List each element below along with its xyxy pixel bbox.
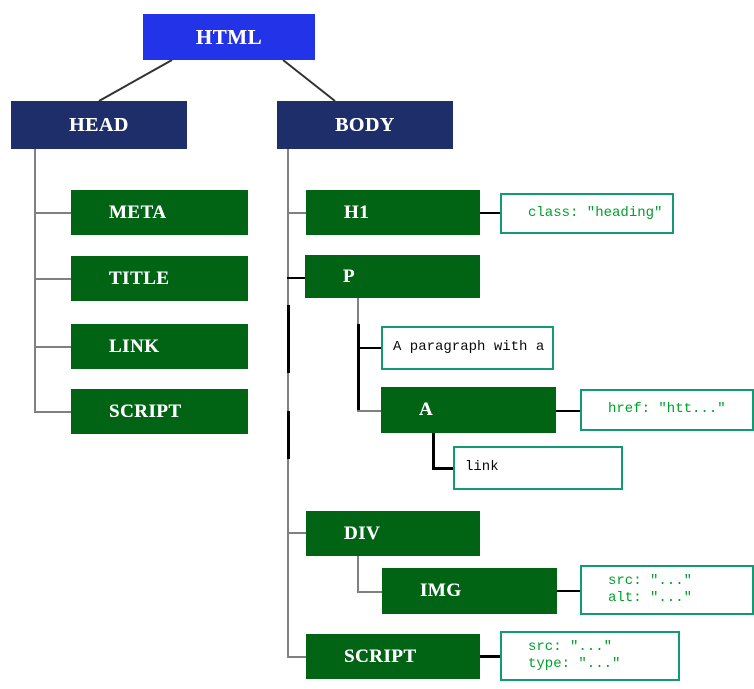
node-body-script[interactable]: SCRIPT <box>306 634 480 679</box>
attr-line-1: src: "..." <box>608 572 693 589</box>
node-title[interactable]: TITLE <box>71 256 248 301</box>
body-spine-mid-gap <box>287 373 289 411</box>
text-node-line-1: link <box>465 459 499 476</box>
connector-div-img <box>357 591 383 593</box>
a-child-spine <box>432 433 435 469</box>
connector-h1-attr <box>480 212 500 214</box>
attr-line-1: class: "heading" <box>528 204 663 221</box>
node-head[interactable]: HEAD <box>11 101 187 149</box>
node-html[interactable]: HTML <box>143 14 315 60</box>
text-node-line-1: A paragraph with a <box>393 339 545 356</box>
body-spine-mid-1 <box>287 305 290 373</box>
node-div[interactable]: DIV <box>306 511 480 556</box>
connector-body-p <box>287 277 307 279</box>
leaf-script-attributes[interactable]: src: "..." type: "..." <box>500 631 680 681</box>
node-head-script[interactable]: SCRIPT <box>71 389 248 434</box>
p-spine-lower <box>357 324 360 412</box>
connector-img-attr <box>557 590 581 592</box>
attr-line-1: src: "..." <box>528 638 613 655</box>
node-img[interactable]: IMG <box>382 568 557 614</box>
connector-head-meta <box>34 212 72 214</box>
connector-p-a <box>357 410 382 412</box>
connector-body-script <box>287 656 307 658</box>
connector-head-title <box>34 278 72 280</box>
leaf-a-href-attribute[interactable]: href: "htt..." <box>580 389 754 431</box>
connector-p-text <box>357 347 382 349</box>
div-child-spine <box>357 556 359 592</box>
p-spine-upper <box>357 298 359 324</box>
connector-head-link <box>34 346 72 348</box>
node-body[interactable]: BODY <box>277 101 453 149</box>
body-spine-upper <box>287 149 289 305</box>
leaf-p-text-node[interactable]: A paragraph with a <box>381 326 554 370</box>
body-spine-lower <box>287 459 289 657</box>
leaf-h1-class-attribute[interactable]: class: "heading" <box>500 193 674 234</box>
node-p[interactable]: P <box>305 255 480 298</box>
node-h1[interactable]: H1 <box>306 190 480 235</box>
connector-a-text <box>432 467 455 470</box>
connector-head-script <box>34 411 72 413</box>
attr-line-1: href: "htt..." <box>608 401 726 418</box>
node-a[interactable]: A <box>381 387 556 433</box>
node-link[interactable]: LINK <box>71 324 248 369</box>
connector-body-div <box>287 532 307 534</box>
connector-script-attr <box>480 655 502 658</box>
attr-line-2: type: "..." <box>528 656 621 672</box>
node-meta[interactable]: META <box>71 190 248 235</box>
connector-body-h1 <box>287 212 307 214</box>
leaf-img-attributes[interactable]: src: "..." alt: "..." <box>580 565 754 615</box>
connector-a-attr <box>556 410 581 412</box>
attr-line-2: alt: "..." <box>608 590 693 606</box>
body-spine-mid-2 <box>287 411 290 459</box>
leaf-a-text-node[interactable]: link <box>453 446 623 490</box>
head-spine <box>34 149 36 412</box>
